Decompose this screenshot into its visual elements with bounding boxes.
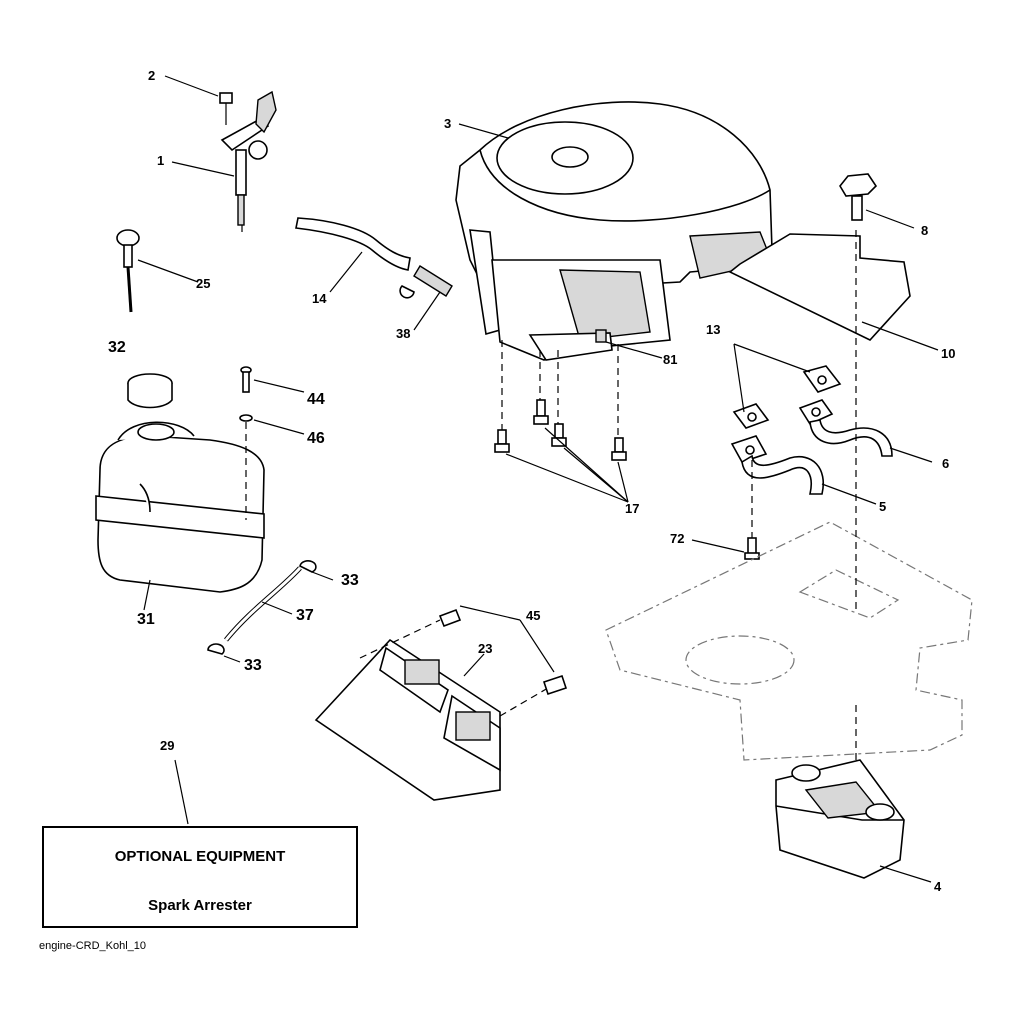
callout-3: 3	[444, 116, 452, 131]
exhaust-pipes-part	[730, 365, 893, 560]
callout-4: 4	[934, 879, 942, 894]
engine-mount-bolts	[494, 340, 627, 461]
callout-37: 37	[296, 607, 314, 624]
engine-plate-part	[314, 608, 568, 801]
callout-10: 10	[941, 346, 956, 361]
callout-33-lower: 33	[244, 657, 262, 674]
callout-13: 13	[706, 322, 721, 337]
callout-44: 44	[307, 391, 325, 408]
throttle-control-part	[219, 90, 277, 232]
callout-33-upper: 33	[341, 572, 359, 589]
callout-72: 72	[670, 531, 685, 546]
callout-23: 23	[478, 641, 493, 656]
callout-45: 45	[526, 608, 541, 623]
callout-5: 5	[879, 499, 887, 514]
callout-32: 32	[108, 339, 126, 356]
callout-31: 31	[137, 611, 155, 628]
callout-17: 17	[625, 501, 640, 516]
muffler-part	[775, 759, 905, 879]
callout-38: 38	[396, 326, 411, 341]
heat-shield-part	[728, 173, 911, 341]
tractor-frame	[605, 230, 973, 761]
optional-equipment-title: OPTIONAL EQUIPMENT	[114, 848, 286, 865]
diagram-caption: engine-CRD_Kohl_10	[39, 940, 147, 952]
callout-81: 81	[663, 352, 678, 367]
tank-screw-part	[239, 366, 253, 520]
fuel-tank-part	[95, 373, 265, 593]
optional-equipment-box: OPTIONAL EQUIPMENT Spark Arrester	[42, 826, 358, 928]
callout-6: 6	[942, 456, 950, 471]
callout-46: 46	[307, 430, 325, 447]
fuel-line-part	[207, 560, 317, 655]
fuel-hose-part	[295, 217, 453, 299]
callout-8: 8	[921, 223, 929, 238]
callout-14: 14	[312, 291, 327, 306]
callout-1: 1	[157, 153, 165, 168]
spark-arrester-label: Spark Arrester	[148, 897, 252, 914]
callout-2: 2	[148, 68, 156, 83]
callout-29: 29	[160, 738, 175, 753]
dipstick-part	[116, 229, 140, 313]
callout-25: 25	[196, 276, 211, 291]
engine-part	[455, 101, 773, 361]
leader-lines	[137, 75, 939, 883]
